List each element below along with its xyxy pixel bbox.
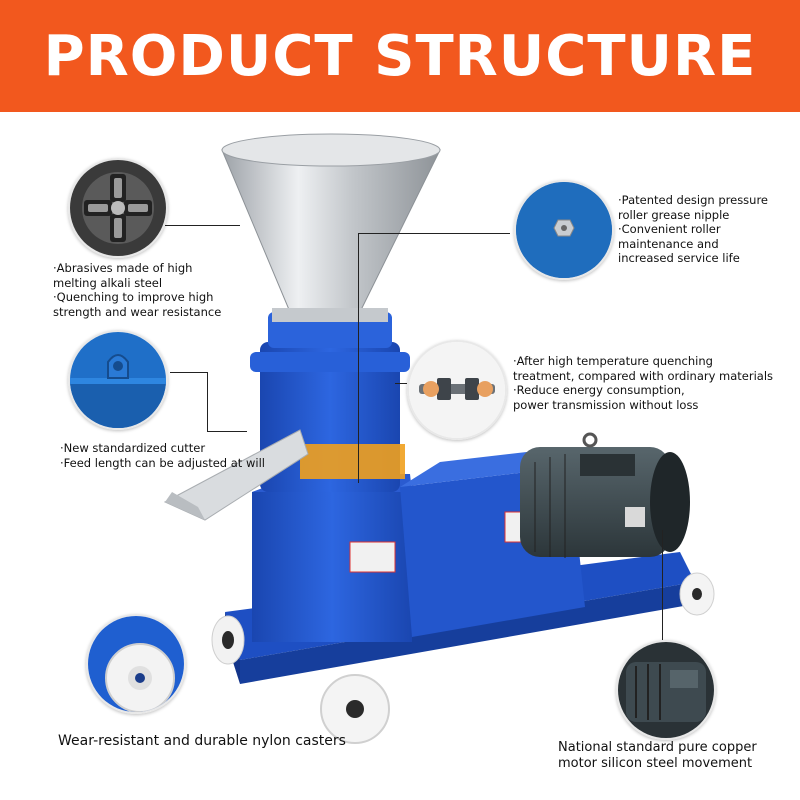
shaft-note: ·After high temperature quenching treatm… — [513, 354, 774, 412]
nylon-caster-icon — [88, 616, 184, 712]
caster-left-front — [211, 615, 245, 665]
hopper-funnel — [221, 133, 441, 322]
leader-grease-h — [358, 233, 510, 234]
grease-nipple-detail-circle — [514, 180, 614, 280]
title-banner: PRODUCT STRUCTURE — [0, 0, 800, 112]
cutter-note: ·New standardized cutter ·Feed length ca… — [60, 441, 265, 470]
cutter-detail-circle — [68, 330, 168, 430]
leader-motor — [662, 530, 663, 640]
motor-caption: National standard pure copper motor sili… — [558, 740, 757, 771]
leader-cutter-v — [207, 372, 208, 432]
press-roller-icon — [70, 160, 166, 256]
machine-pedestal — [252, 474, 412, 642]
shaft-detail-circle — [407, 340, 507, 440]
roller-note: ·Abrasives made of high melting alkali s… — [53, 261, 222, 319]
drive-shaft-icon — [409, 342, 505, 438]
leader-cutter-h2 — [207, 431, 247, 432]
leader-grease-v — [358, 233, 359, 483]
motor-winding-icon — [618, 642, 714, 738]
leader-cutter-h — [170, 372, 208, 373]
casters-caption: Wear-resistant and durable nylon casters — [58, 733, 346, 749]
page-title: PRODUCT STRUCTURE — [43, 23, 757, 89]
roller-detail-circle — [68, 158, 168, 258]
electric-motor — [520, 432, 690, 558]
motor-detail-circle — [616, 640, 716, 740]
grease-nipple-icon — [516, 182, 612, 278]
caster-wheels — [211, 572, 715, 744]
caster-center-front — [320, 674, 390, 744]
pellet-machine-illustration — [163, 133, 715, 744]
caster-detail-circle — [86, 614, 186, 714]
grease-nipple-note: ·Patented design pressure roller grease … — [618, 193, 769, 265]
caster-right — [679, 572, 715, 616]
leader-roller — [165, 225, 240, 226]
leader-shaft — [395, 383, 407, 384]
discharge-chute — [163, 429, 309, 521]
cutter-icon — [70, 332, 166, 428]
